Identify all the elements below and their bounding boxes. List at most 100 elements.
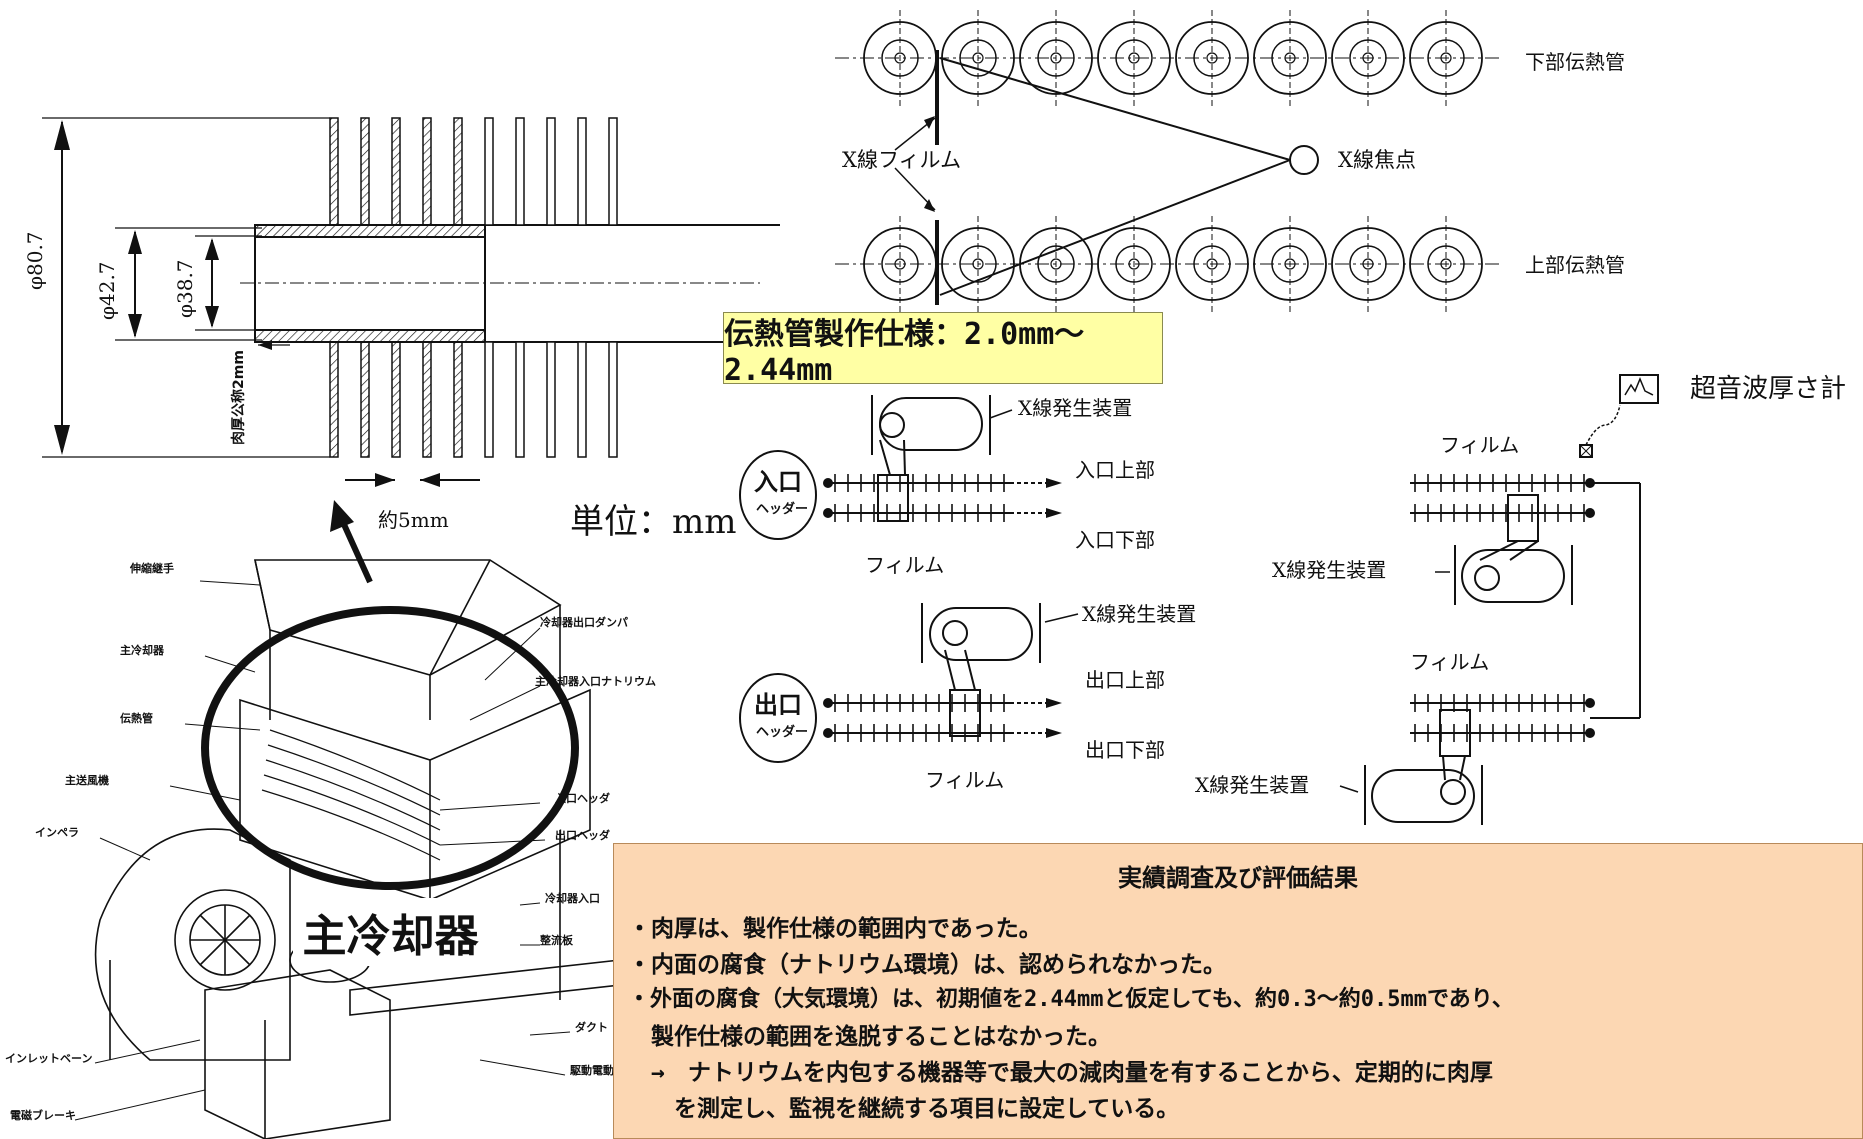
heat-tube [863,10,937,106]
cooler-callout: 主送風機 [65,774,109,787]
cooler-callout: 冷却器入口 [545,892,600,905]
fin [484,117,494,226]
xray-focus-label: X線焦点 [1338,148,1416,172]
outlet-upper-label: 出口上部 [1085,668,1165,692]
callout-leader [439,839,546,846]
film-label-4: フィルム [925,768,1005,792]
fin-pitch-label: 約5mm [378,508,449,532]
pipe-fin-ticks [834,474,1585,742]
od-label: φ42.7 [95,261,119,320]
fin [360,341,370,458]
fin [484,341,494,458]
cooler-highlight-ring [201,606,579,890]
results-title: 実績調査及び評価結果 [1118,864,1358,892]
id-label: φ38.7 [173,259,197,318]
xray-gen-label-3: X線発生装置 [1082,602,1197,626]
fin [391,117,401,226]
lower-tubes-label: 下部伝熱管 [1525,50,1625,74]
xray-gen-label-2: X線発生装置 [1272,558,1387,582]
cooler-callout: 伝熱管 [120,712,153,725]
film-label-1: フィルム [1440,433,1520,457]
pitch-dimension [258,340,480,584]
fin [453,341,463,458]
fin [453,117,463,226]
callout-leader [74,1089,206,1121]
heat-tube [1175,216,1249,312]
fin [577,117,587,226]
xray-gen-label-4: X線発生装置 [1195,773,1310,797]
fin [608,341,618,458]
cooler-callout: 主冷却器 [120,644,164,657]
heat-tube [1097,216,1171,312]
cooler-callout: インレットベーン [5,1052,93,1065]
main-cooler-drawing [94,559,621,1139]
callout-leader [529,1031,571,1036]
main-cooler-label: 主冷却器 [293,898,488,966]
callout-leader [99,837,151,861]
outlet-header-label: 出口 [754,691,802,719]
inlet-header-suffix: ヘッダー [756,502,809,517]
spec-banner: 伝熱管製作仕様：2.0mm～2.44mm [723,312,1163,388]
fin [329,341,339,458]
callout-leader [519,902,541,906]
fin [577,341,587,458]
cooler-callout: 冷却器出口ダンパ [540,616,628,629]
heat-tube [863,216,937,312]
callout-leaders [74,580,571,1121]
xray-gen-label-1: X線発生装置 [1018,396,1133,420]
outlet-header-suffix: ヘッダー [756,725,809,740]
cooler-callout: 駆動電動機 [570,1064,625,1077]
cooler-callout: 伸縮継手 [130,562,174,575]
callout-leader [439,802,541,811]
film-label-2: フィルム [865,553,945,577]
heat-tube [1253,216,1327,312]
fin-array [329,117,618,458]
wall-thickness-label: 肉厚公称2mm [231,350,247,445]
callout-leader [94,1039,201,1064]
fin [360,117,370,226]
heat-tube [1409,10,1483,106]
xray-beam [894,50,1319,305]
inlet-header-label: 入口 [754,468,802,496]
fin [422,117,432,226]
upper-tubes-label: 上部伝熱管 [1525,253,1625,277]
fin [546,341,556,458]
result-line: 製作仕様の範囲を逸脱することはなかった。 [628,1024,1111,1050]
heat-tube [1175,10,1249,106]
cooler-callout: 電磁ブレーキ [10,1109,76,1122]
callout-leader [204,655,256,673]
result-line: ・内面の腐食（ナトリウム環境）は、認められなかった。 [628,952,1226,978]
result-line: ・肉厚は、製作仕様の範囲内であった。 [628,916,1042,942]
xray-film-label: X線フィルム [842,148,962,172]
callout-leader [169,785,241,801]
heat-tube [1097,10,1171,106]
fin-tube-section [42,117,780,458]
heat-tube [1331,10,1405,106]
unit-label: 単位：mm [570,502,737,542]
inlet-lower-label: 入口下部 [1075,528,1155,552]
heat-tube [1019,10,1093,106]
heat-tube [1409,216,1483,312]
cooler-callout: 出口ヘッダ [555,829,610,842]
callout-leader [469,685,541,721]
cooler-callout: 整流板 [540,934,573,947]
result-line: を測定し、監視を継続する項目に設定している。 [628,1096,1180,1122]
cooler-callout: ダクト [575,1021,608,1034]
results-panel: 実績調査及び評価結果 ・肉厚は、製作仕様の範囲内であった。 ・内面の腐食（ナトリ… [613,843,1863,1139]
fin [329,117,339,226]
xray-tube-rows [835,10,1500,312]
callout-leader [184,723,261,731]
callout-leader [479,1059,566,1076]
inspection-schematic [739,374,1659,825]
fin [515,341,525,458]
heat-tube [941,216,1015,312]
result-line: ・外面の腐食（大気環境）は、初期値を2.44mmと仮定しても、約0.3～約0.5… [628,987,1514,1012]
callout-leader [199,580,261,586]
fin [546,117,556,226]
cooler-callout: インペラ [35,826,79,839]
fin [608,117,618,226]
inlet-upper-label: 入口上部 [1075,458,1155,482]
film-label-3: フィルム [1410,650,1490,674]
cooler-callout: 主冷却器入口ナトリウム [535,675,656,688]
callout-leader [484,627,541,681]
